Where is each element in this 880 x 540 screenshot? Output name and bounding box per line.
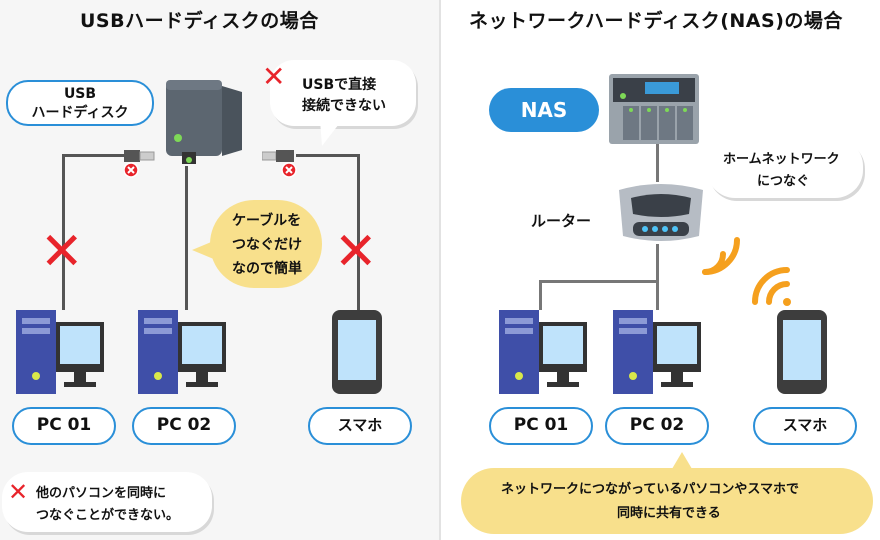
phone-icon (332, 310, 382, 394)
cable-easy-line1: ケーブルを (232, 213, 302, 229)
router-pc2-cable (656, 244, 659, 310)
nas-panel: ネットワークハードディスク(NAS)の場合 NAS ホームネットワーク につなぐ… (441, 0, 880, 540)
nas-pc1-label: PC 01 (489, 407, 593, 445)
pc1-cable-top (62, 154, 126, 157)
phone-cable-top (296, 154, 360, 157)
pc1-label: PC 01 (12, 407, 116, 445)
nas-phone-label: スマホ (753, 407, 857, 445)
nas-phone-icon (777, 310, 827, 394)
phone-cable (357, 154, 360, 310)
nas-panel-title: ネットワークハードディスク(NAS)の場合 (469, 10, 843, 32)
pc2-label: PC 02 (132, 407, 236, 445)
phone-x-icon: ✕ (334, 222, 378, 282)
nas-label: NAS (489, 88, 599, 132)
warning-x-icon: ✕ (8, 478, 29, 506)
nas-pc1-icon (499, 310, 587, 394)
nas-router-cable (656, 144, 659, 182)
pc1-cable (62, 154, 65, 310)
usb-hdd-label: USB ハードディスク (6, 80, 154, 126)
pc1-x-icon: ✕ (40, 222, 84, 282)
router-icon (619, 184, 703, 241)
home-network-bubble (707, 138, 863, 198)
router-label: ルーター (531, 212, 592, 230)
panel-divider (439, 0, 441, 540)
usb-direct-note (270, 60, 416, 126)
usb-plug-right-icon (262, 150, 297, 178)
nas-pc2-label: PC 02 (605, 407, 709, 445)
router-pc1-cable-h (539, 280, 659, 283)
share-line1: ネットワークにつながっているパソコンやスマホで (501, 482, 799, 497)
usb-direct-note-line1: USBで直接 (302, 77, 377, 93)
note-tail (320, 120, 342, 146)
pc2-icon (138, 310, 226, 394)
usb-plug-left-icon (124, 150, 155, 178)
warning-line2: つなぐことができない。 (36, 508, 180, 523)
usb-hdd-label-line1: USB (63, 86, 97, 102)
home-bubble-tail (685, 150, 711, 170)
phone-label: スマホ (308, 407, 412, 445)
cable-easy-line2: つなぐだけ (232, 237, 302, 253)
note-x-icon: ✕ (262, 60, 286, 93)
warning-bubble (2, 472, 212, 532)
share-line2: 同時に共有できる (617, 506, 721, 521)
cable-easy-bubble (210, 200, 322, 288)
pc1-icon (16, 310, 104, 394)
home-network-line1: ホームネットワーク (723, 152, 840, 167)
phone-wifi-icon (752, 267, 791, 306)
cable-easy-line3: なので簡単 (232, 261, 302, 277)
nas-device-icon (609, 74, 699, 144)
usb-direct-note-line2: 接続できない (302, 98, 386, 114)
usb-panel-title: USBハードディスクの場合 (80, 10, 319, 32)
router-pc1-cable-v (539, 280, 542, 310)
pc2-cable (185, 166, 188, 310)
home-network-line2: につなぐ (757, 174, 810, 189)
usb-panel: USBハードディスクの場合 USB ハードディスク ✕ USBで直接 接続できな… (0, 0, 439, 540)
warning-line1: 他のパソコンを同時に (36, 486, 167, 501)
usb-hdd-label-line2: ハードディスク (31, 105, 129, 121)
cable-bubble-tail (192, 240, 216, 260)
router-wifi-icon (702, 237, 740, 275)
nas-pc2-icon (613, 310, 701, 394)
share-bubble (461, 468, 873, 534)
usb-hdd-icon (166, 80, 242, 164)
